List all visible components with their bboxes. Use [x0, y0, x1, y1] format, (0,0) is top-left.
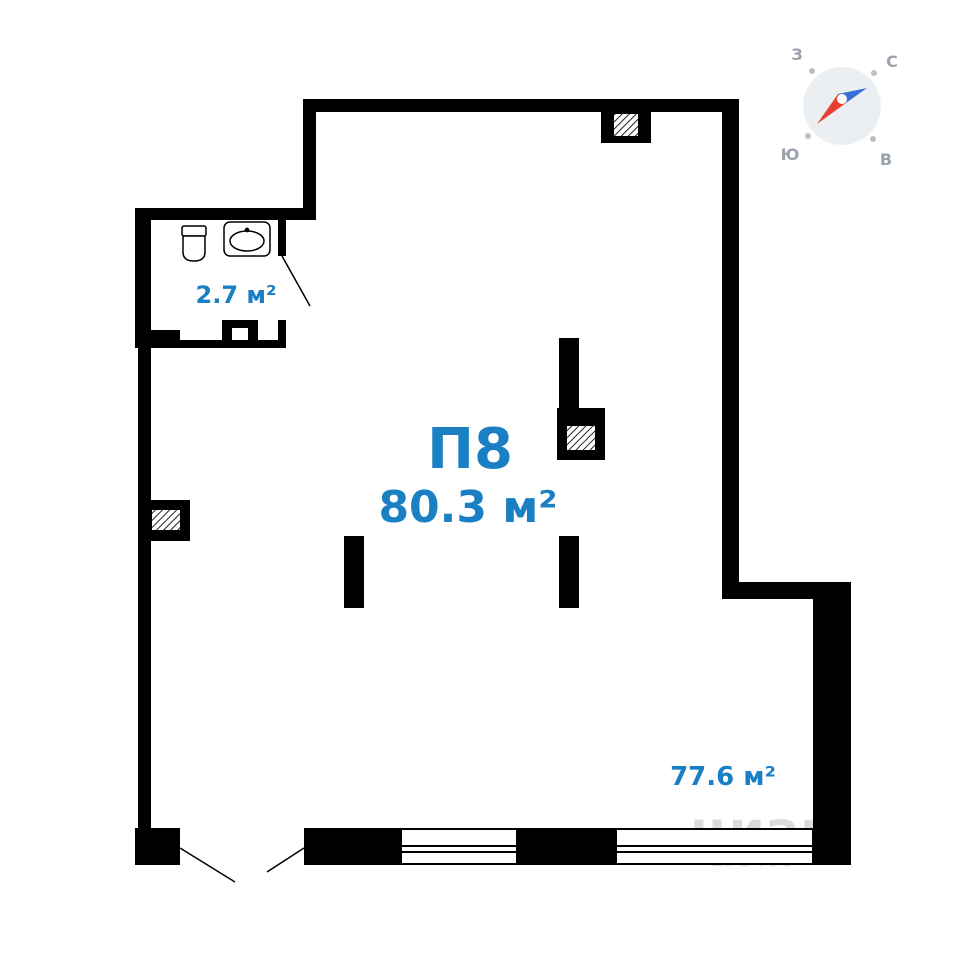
compass-north: С: [886, 52, 898, 71]
wall-top: [303, 99, 739, 112]
wall-bottom-left: [135, 828, 180, 865]
bathroom: [150, 220, 311, 348]
wall-bath-bottom: [150, 340, 286, 348]
compass: З С Ю В: [781, 45, 898, 169]
wall-upper-left: [303, 99, 316, 217]
compass-east: В: [880, 150, 892, 169]
entrance-door: [179, 847, 305, 883]
compass-west: З: [791, 45, 802, 64]
wall-bath-right: [278, 220, 286, 256]
wall-bottom-right: [813, 828, 851, 865]
sink-icon: [223, 221, 271, 257]
wall-right-upper: [722, 99, 739, 599]
column-center-top: [559, 338, 579, 420]
toilet-icon: [181, 225, 207, 262]
wall-left: [138, 340, 151, 832]
wall-bottom-a: [304, 828, 401, 865]
column-right: [559, 536, 579, 608]
compass-south: Ю: [781, 145, 800, 164]
wall-right-lower: [813, 582, 851, 865]
wall-bottom-b: [517, 828, 616, 865]
unit-name: П8: [427, 417, 513, 482]
column-left: [344, 536, 364, 608]
bathroom-area: 2.7 м²: [196, 281, 277, 309]
wall-left-upper: [135, 208, 151, 348]
walls: [135, 99, 851, 865]
columns: [344, 338, 579, 608]
bath-door: [281, 255, 311, 307]
wall-bath-top: [135, 208, 316, 220]
windows: [400, 828, 814, 865]
total-area: 80.3 м²: [378, 482, 557, 533]
compass-dial: [803, 67, 881, 145]
main-room-area: 77.6 м²: [670, 762, 776, 792]
compass-needle-icon: [817, 88, 867, 124]
